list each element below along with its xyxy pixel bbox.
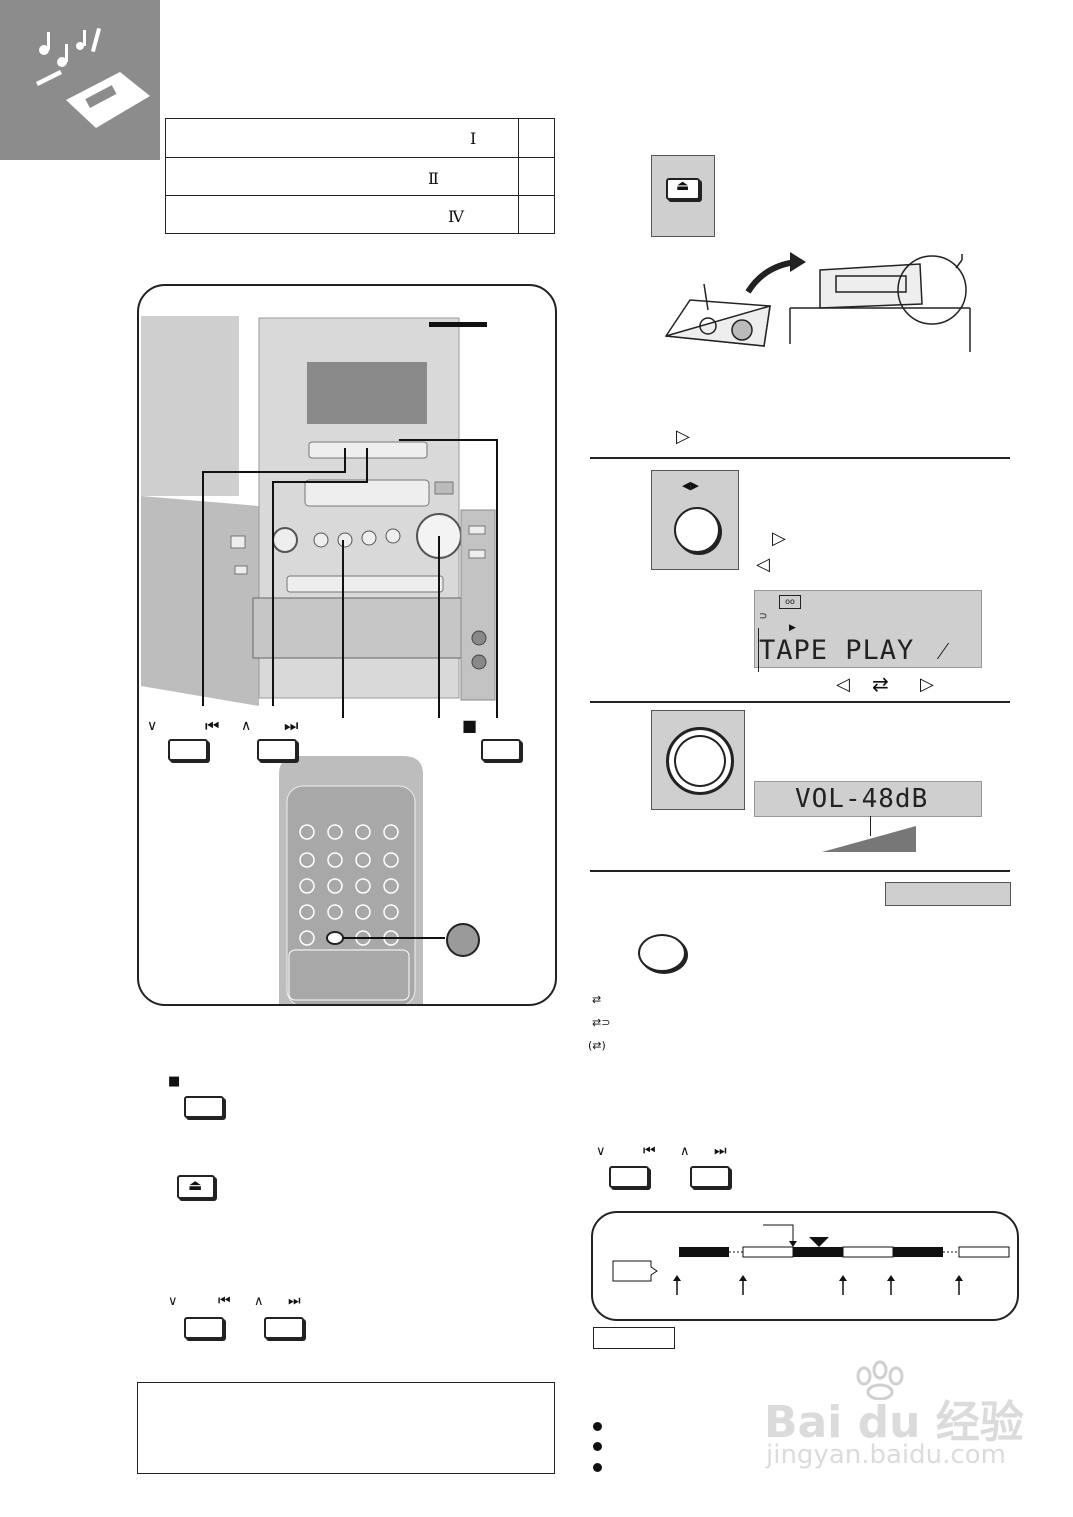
toc-row-divider <box>518 157 519 195</box>
skip-forward-icon: ⏭ <box>288 1293 301 1309</box>
toc-row-mark: Ⅰ <box>470 129 477 148</box>
play-reverse-symbol: ◁ <box>756 554 770 575</box>
lcd-volume-display: VOL-48dB <box>754 781 982 817</box>
mode-continuous-icon: (⇄) <box>588 1039 606 1052</box>
music-tape-icon <box>36 27 150 128</box>
skip-up-button[interactable] <box>690 1166 730 1188</box>
section-label-box <box>885 882 1011 906</box>
stereo-unit-drawing <box>141 316 498 1004</box>
eject-icon: ⏏ <box>188 1176 203 1194</box>
bullet-point <box>593 1463 602 1472</box>
section-header-icon-block <box>0 0 160 160</box>
repeat-icon: ⊃ <box>759 611 768 622</box>
paw-icon <box>856 1360 904 1400</box>
direction-indicator-icon: ▶ <box>789 623 796 633</box>
direction-icon: ◀▶ <box>682 479 699 492</box>
skip-forward-icon: ⏭ <box>714 1143 727 1159</box>
toc-row-divider <box>518 119 519 157</box>
down-symbol: ∨ <box>596 1144 606 1159</box>
eject-button[interactable]: ⏏ <box>177 1175 215 1199</box>
cassette-insert-drawing <box>664 252 971 352</box>
toc-row-mark: Ⅱ <box>428 169 439 188</box>
fwd-rev-icon: ⇄ <box>872 672 889 696</box>
bullet-point <box>593 1422 602 1431</box>
up-symbol: ∧ <box>680 1144 690 1159</box>
up-symbol: ∧ <box>241 718 252 734</box>
tape-mode-button[interactable] <box>638 934 686 972</box>
section-divider <box>590 457 1010 459</box>
toc-row: Ⅰ <box>166 119 554 158</box>
skip-down-button[interactable] <box>609 1166 649 1188</box>
volume-ramp-icon <box>822 826 916 852</box>
toc-row-divider <box>518 195 519 233</box>
mode-one-way-icon: ⇄ <box>592 993 602 1006</box>
up-symbol: ∧ <box>254 1294 264 1309</box>
skip-up-button[interactable] <box>264 1317 304 1339</box>
watermark-brand: Bai du 经验 <box>764 1397 1024 1448</box>
bullet-point <box>593 1442 602 1451</box>
lcd-tape-text: TAPE PLAY <box>759 635 915 666</box>
mode-repeat-icon: ⇄⊃ <box>592 1016 611 1029</box>
lcd-volume-text: VOL-48dB <box>795 784 929 814</box>
volume-knob-panel <box>651 710 745 810</box>
skip-back-icon: ⏮ <box>218 1293 231 1309</box>
down-symbol: ∨ <box>168 1294 178 1309</box>
play-reverse-symbol: ◁ <box>836 674 850 695</box>
skip-down-button[interactable] <box>184 1317 224 1339</box>
play-forward-symbol: ▷ <box>772 528 786 549</box>
note-box <box>137 1382 555 1474</box>
toc-row-mark: Ⅳ <box>448 207 464 226</box>
stop-icon: ■ <box>168 1074 181 1089</box>
lcd-leader-line <box>758 628 759 672</box>
cassette-icon: oo <box>779 595 801 609</box>
toc-row: Ⅱ <box>166 157 554 196</box>
note-label-box <box>593 1327 675 1349</box>
down-symbol: ∨ <box>147 718 158 734</box>
stop-icon: ■ <box>462 716 478 735</box>
section-divider <box>590 870 1010 872</box>
play-button-panel: ◀▶ <box>651 470 739 570</box>
skip-back-icon: ⏮ <box>205 716 220 735</box>
lcd-tape-display: oo ⊃ ▶ TAPE PLAY ⁄ <box>754 590 982 668</box>
stop-button[interactable] <box>481 739 521 761</box>
skip-down-button[interactable] <box>168 739 208 761</box>
stop-button[interactable] <box>184 1096 224 1118</box>
toc-table: Ⅰ Ⅱ Ⅳ <box>165 118 555 234</box>
play-forward-symbol: ▷ <box>920 674 934 695</box>
skip-forward-icon: ⏭ <box>284 716 299 735</box>
volume-leader-line <box>870 816 871 836</box>
eject-button[interactable]: ⏏ <box>666 178 700 200</box>
play-forward-symbol: ▷ <box>676 426 690 447</box>
track-segments-drawing <box>612 1224 1010 1295</box>
watermark-logo: Bai du 经验 jingyan.baidu.com <box>764 1360 1024 1480</box>
play-direction-button[interactable] <box>674 507 720 553</box>
eject-icon: ⏏ <box>676 178 690 194</box>
lcd-tape-suffix: ⁄ <box>941 637 946 665</box>
volume-knob[interactable] <box>666 727 734 795</box>
watermark-url: jingyan.baidu.com <box>766 1440 1006 1470</box>
skip-up-button[interactable] <box>257 739 297 761</box>
section-divider <box>590 701 1010 703</box>
skip-back-icon: ⏮ <box>643 1143 656 1159</box>
tape-track-diagram <box>591 1211 1019 1321</box>
eject-button-panel: ⏏ <box>651 155 715 237</box>
unit-illustration-panel <box>137 284 557 1006</box>
toc-row: Ⅳ <box>166 195 554 233</box>
